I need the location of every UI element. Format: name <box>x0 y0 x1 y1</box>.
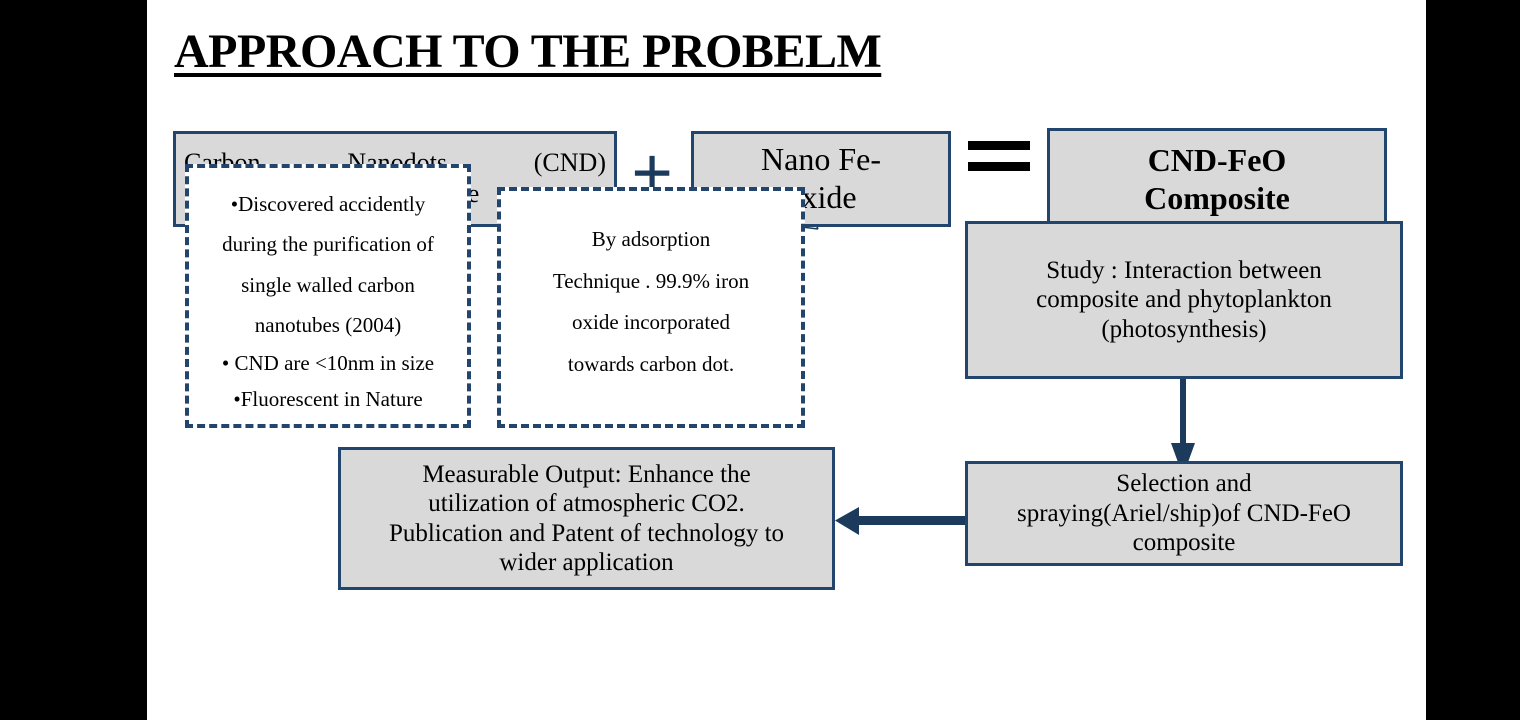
equals-bar-bottom <box>968 162 1030 171</box>
box-study-line2: composite and phytoplankton <box>1036 286 1332 314</box>
callout-fe-line-3: oxide incorporated <box>571 310 731 335</box>
box-nano-fe-oxide[interactable]: Nano Fe- oxide <box>691 131 951 227</box>
arrow-selection-to-output <box>835 507 966 535</box>
box-study-line3: (photosynthesis) <box>1101 315 1267 343</box>
callout-cnd-line-1: •Discovered accidently <box>230 192 426 216</box>
equals-sign-icon <box>968 141 1030 185</box>
callout-cnd-notes: •Discovered accidently during the purifi… <box>185 164 471 428</box>
box-nano-fe-oxide-line1: Nano Fe- <box>761 141 881 178</box>
callout-cnd-line-6: •Fluorescent in Nature <box>233 387 423 412</box>
callout-fe-line-4: towards carbon dot. <box>567 351 735 376</box>
callout-cnd-line-4: nanotubes (2004) <box>254 312 402 337</box>
callout-fe-oxide-notes: By adsorption Technique . 99.9% iron oxi… <box>497 187 805 428</box>
box-study-interaction[interactable]: Study : Interaction between composite an… <box>965 221 1403 379</box>
equals-bar-top <box>968 141 1030 150</box>
callout-cnd-line-2: during the purification of <box>222 232 434 257</box>
box-measurable-output[interactable]: Measurable Output: Enhance the utilizati… <box>338 447 835 590</box>
box-output-line1: Measurable Output: Enhance the <box>422 460 751 488</box>
box-selection-line3: composite <box>1132 529 1236 557</box>
callout-fe-line-1: By adsorption <box>591 227 711 251</box>
box-cnd-feo-composite-line2: Composite <box>1144 180 1290 216</box>
box-selection-line2: spraying(Ariel/ship)of CND-FeO <box>1017 499 1351 527</box>
box-study-line1: Study : Interaction between <box>1046 256 1322 284</box>
box-cnd-feo-composite[interactable]: CND-FeO Composite <box>1047 128 1387 232</box>
box-selection-spraying[interactable]: Selection and spraying(Ariel/ship)of CND… <box>965 461 1403 566</box>
box-selection-line1: Selection and <box>1116 470 1252 498</box>
box-output-line2: utilization of atmospheric CO2. <box>428 490 745 517</box>
page-title: APPROACH TO THE PROBELM <box>174 25 882 78</box>
callout-cnd-line-3: single walled carbon <box>241 272 415 297</box>
callout-fe-line-2: Technique . 99.9% iron <box>552 268 750 293</box>
slide-canvas: APPROACH TO THE PROBELM Carbon <box>147 0 1426 720</box>
box-output-line4: wider application <box>499 549 674 576</box>
callout-cnd-line-5: • CND are <10nm in size <box>221 351 435 376</box>
box-output-line3: Publication and Patent of technology to <box>388 519 785 547</box>
box-cnd-feo-composite-line1: CND-FeO <box>1147 142 1287 179</box>
